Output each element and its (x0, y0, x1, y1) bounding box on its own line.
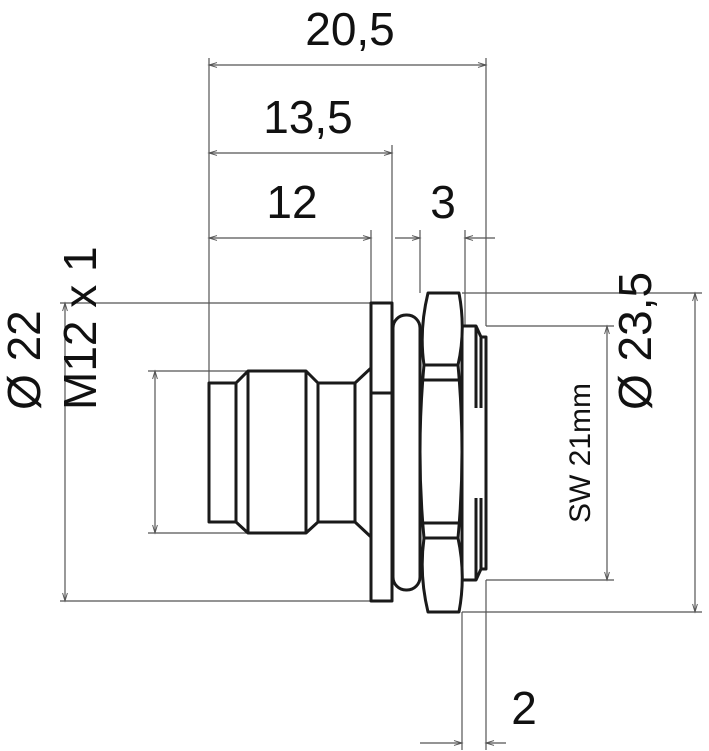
dim-thread-length: 12 (266, 176, 317, 228)
dim-flange-diameter: Ø 22 (0, 310, 50, 410)
connector-body (207, 291, 488, 614)
dimension-lines (62, 62, 698, 746)
dim-nut-width: 3 (430, 176, 456, 228)
o-ring (391, 313, 422, 592)
dim-wrench-size: SW 21mm (564, 383, 597, 523)
dim-rear-thread: 2 (511, 682, 537, 734)
dim-length-to-nut: 13,5 (263, 91, 353, 143)
dim-thread-size: M12 x 1 (54, 246, 106, 410)
dim-overall-length: 20,5 (305, 3, 395, 55)
flange (369, 301, 394, 603)
dim-nut-diameter: Ø 23,5 (609, 272, 661, 410)
hex-nut (418, 291, 464, 614)
